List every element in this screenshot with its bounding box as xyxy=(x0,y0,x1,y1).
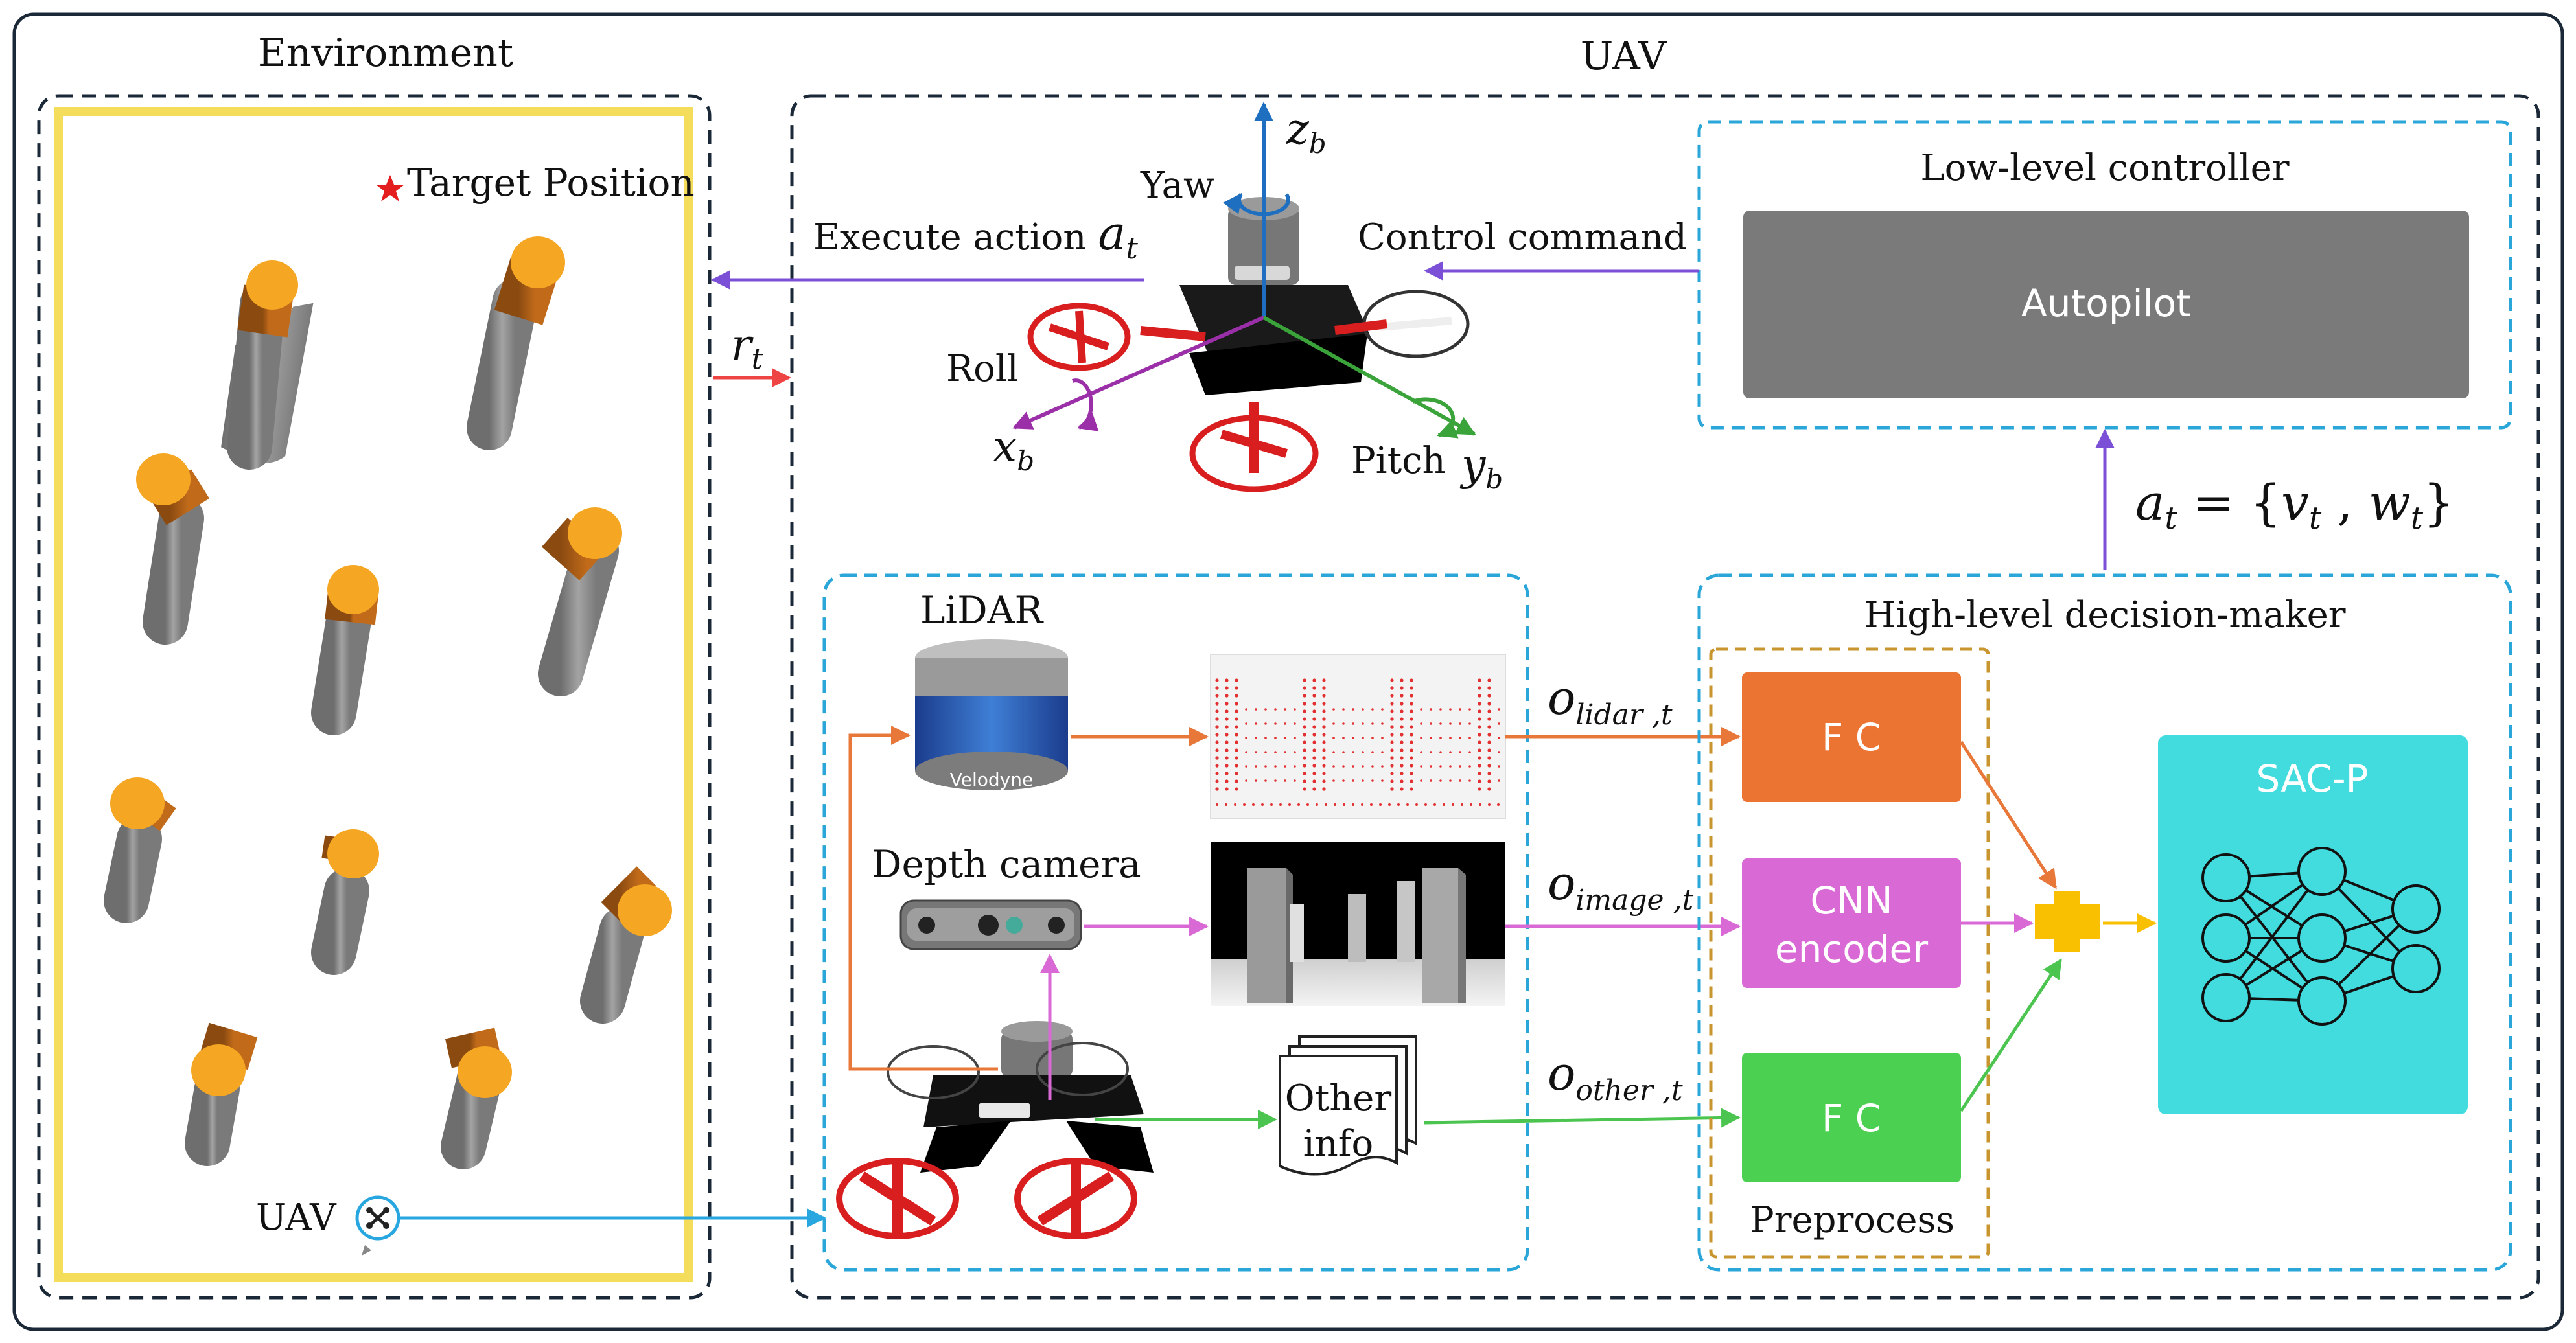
fc-bottom-box xyxy=(1742,1053,1961,1182)
svg-text:Other: Other xyxy=(1285,1077,1392,1119)
uav-drone-axes xyxy=(1012,102,1476,492)
pillar xyxy=(227,260,298,470)
fc-bottom-label: F C xyxy=(1822,1096,1881,1140)
reward-label: rt xyxy=(731,320,763,376)
lidar-scan-image xyxy=(1210,654,1506,819)
other-info-document-icon: Other info xyxy=(1279,1035,1417,1176)
depth-camera-label: Depth camera xyxy=(872,842,1141,886)
fc-top-to-combine-arrow xyxy=(1959,740,2058,890)
pillar xyxy=(580,866,672,1024)
environment-title: Environment xyxy=(258,30,513,76)
neural-network-icon xyxy=(2201,847,2441,1026)
axis-y-label: yb xyxy=(1459,440,1503,495)
pillar xyxy=(467,236,565,450)
svg-text:Target Position: Target Position xyxy=(407,161,695,205)
cnn-encoder-label-1: CNN xyxy=(1810,878,1892,923)
target-position-label: Target Position xyxy=(376,161,695,205)
pillar xyxy=(441,1027,512,1169)
svg-text:Velodyne: Velodyne xyxy=(950,769,1033,790)
lidar-device-icon: Velodyne xyxy=(915,639,1068,790)
cnn-encoder-label-2: encoder xyxy=(1775,927,1928,971)
fc-top-label: F C xyxy=(1822,715,1881,759)
drone-to-lidar-arrow xyxy=(848,726,998,1071)
pillar xyxy=(104,777,176,923)
pillar xyxy=(538,507,622,696)
action-equation: at = {vt , wt} xyxy=(2135,474,2454,536)
uav-box xyxy=(790,94,2540,1300)
fc-top-box xyxy=(1742,672,1961,802)
star-icon xyxy=(376,175,404,201)
autopilot-box xyxy=(1743,211,2469,398)
svg-text:info: info xyxy=(1303,1123,1373,1165)
high-level-decision-maker-box xyxy=(1697,573,2512,1272)
yaw-label: Yaw xyxy=(1140,165,1214,207)
pillar-group xyxy=(104,236,672,1169)
sac-p-label: SAC-P xyxy=(2257,757,2369,801)
o-other-label: oother ,t xyxy=(1548,1046,1683,1107)
outer-frame xyxy=(12,12,2564,1331)
pillar xyxy=(311,829,379,975)
axis-z-label: zb xyxy=(1286,104,1327,159)
roll-label: Roll xyxy=(946,348,1019,390)
uav-title: UAV xyxy=(1581,34,1667,79)
lidar-label: LiDAR xyxy=(920,588,1044,632)
pillar xyxy=(311,565,379,735)
pitch-label: Pitch xyxy=(1351,440,1446,482)
sensor-box xyxy=(822,573,1529,1272)
cnn-encoder-box xyxy=(1742,858,1961,988)
pillar xyxy=(136,453,210,645)
uav-marker-label: UAV xyxy=(256,1197,337,1239)
fc-bottom-to-combine-arrow xyxy=(1959,958,2063,1112)
depth-camera-icon xyxy=(899,899,1082,950)
preprocess-box xyxy=(1709,647,1990,1259)
preprocess-label: Preprocess xyxy=(1750,1199,1955,1241)
pillar xyxy=(185,1022,258,1166)
autopilot-label: Autopilot xyxy=(2021,281,2191,325)
o-image-label: oimage ,t xyxy=(1548,856,1694,917)
environment-box xyxy=(37,94,712,1300)
control-command-label: Control command xyxy=(1358,216,1687,258)
low-level-controller-box xyxy=(1697,120,2512,430)
feature-combine-icon xyxy=(2035,891,2100,952)
environment-field xyxy=(54,107,693,1282)
o-lidar-label: olidar ,t xyxy=(1548,671,1673,731)
axis-x-label: xb xyxy=(993,422,1034,477)
uav-drone-bottom xyxy=(836,1021,1154,1239)
depth-image xyxy=(1211,842,1505,1006)
o-other-arrow xyxy=(1424,1108,1741,1128)
high-level-decision-maker-title: High-level decision-maker xyxy=(1864,594,2345,636)
low-level-controller-title: Low-level controller xyxy=(1920,147,2289,189)
